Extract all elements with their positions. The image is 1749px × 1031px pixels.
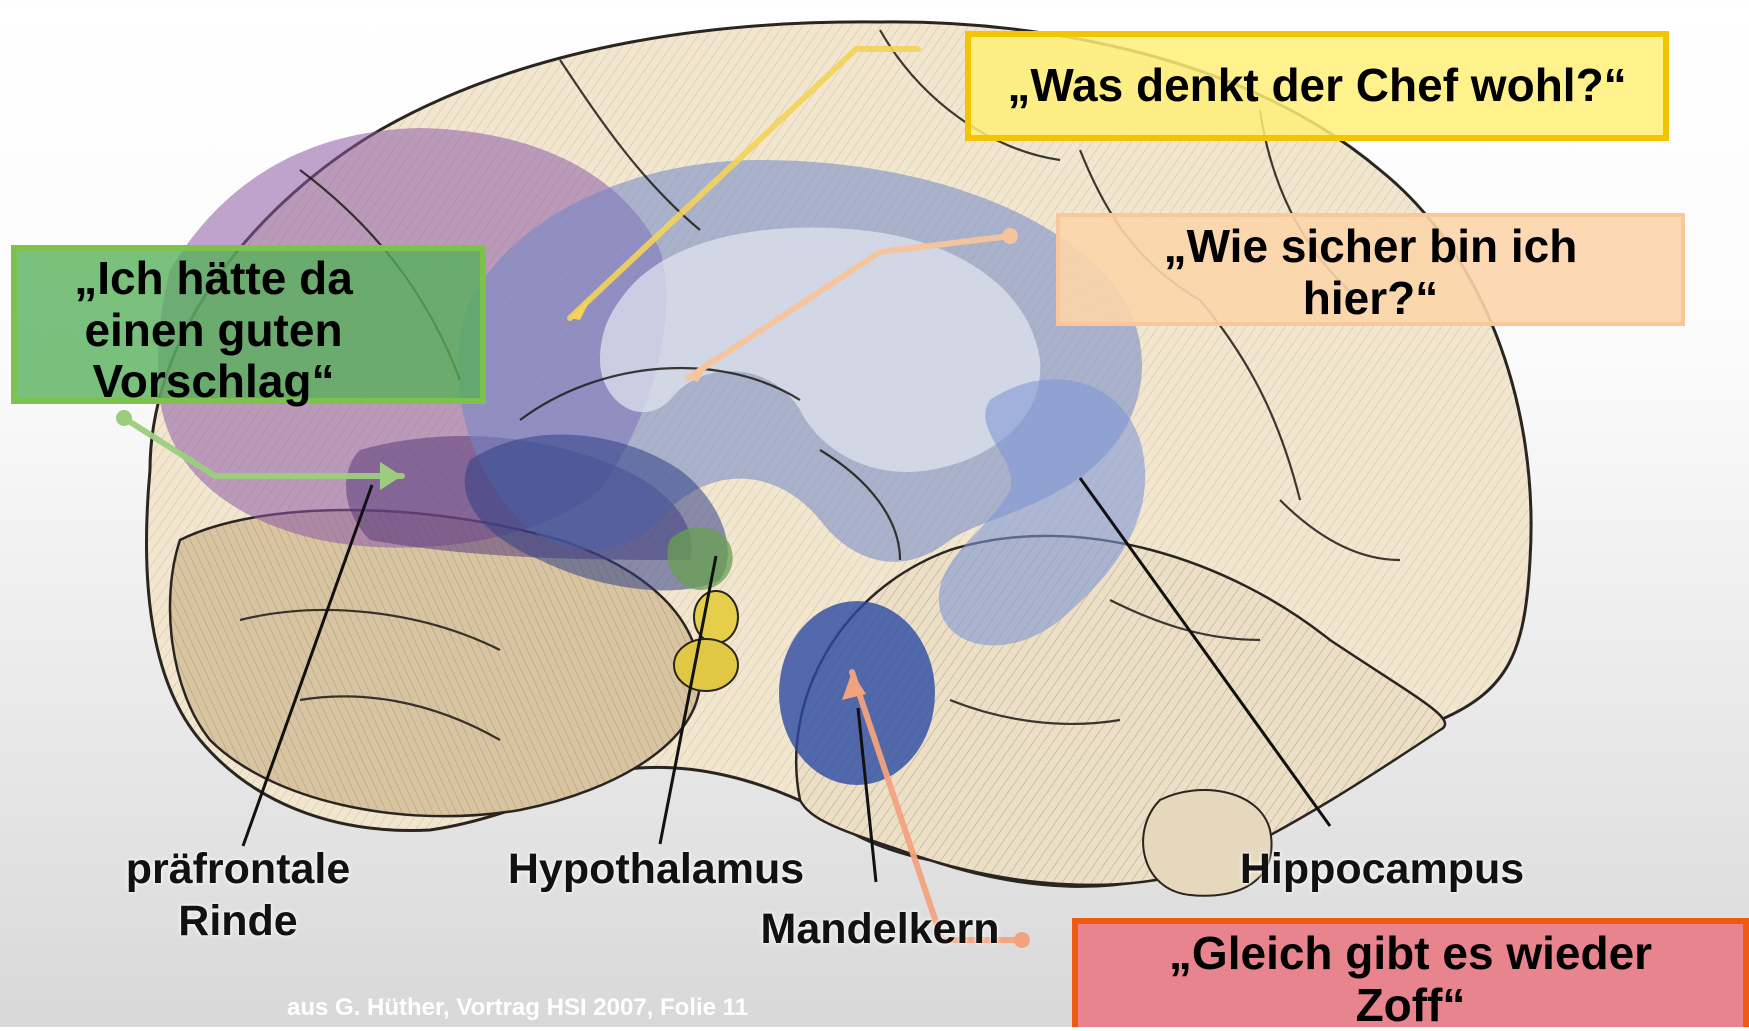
callout-chef-text: „Was denkt der Chef wohl?“: [1007, 60, 1626, 112]
label-prefrontal-cortex: präfrontale Rinde: [108, 844, 368, 947]
label-hippocampus: Hippocampus: [1222, 844, 1542, 896]
callout-chef-thought: „Was denkt der Chef wohl?“: [965, 31, 1669, 141]
label-praefrontal-line1: präfrontale: [108, 844, 368, 896]
callout-suggestion-thought: „Ich hätte da einen guten Vorschlag“: [11, 245, 486, 404]
callout-conflict-thought: „Gleich gibt es wieder Zoff“: [1072, 918, 1749, 1027]
callout-vorschlag-line1: „Ich hätte da: [17, 253, 410, 305]
callout-sicher-line2: hier?“: [1060, 273, 1681, 325]
label-praefrontal-line2: Rinde: [108, 896, 368, 948]
callout-vorschlag-line3: Vorschlag“: [17, 356, 410, 408]
callout-vorschlag-line2: einen guten: [17, 305, 410, 357]
source-credit: aus G. Hüther, Vortrag HSI 2007, Folie 1…: [287, 994, 748, 1022]
callout-zoff-line1: „Gleich gibt es wieder: [1078, 928, 1743, 980]
label-amygdala: Mandelkern: [744, 904, 1016, 956]
callout-zoff-line2: Zoff“: [1078, 980, 1743, 1031]
label-hypothalamus: Hypothalamus: [488, 844, 824, 896]
callout-safety-thought: „Wie sicher bin ich hier?“: [1056, 213, 1685, 326]
callout-sicher-line1: „Wie sicher bin ich: [1060, 221, 1681, 273]
